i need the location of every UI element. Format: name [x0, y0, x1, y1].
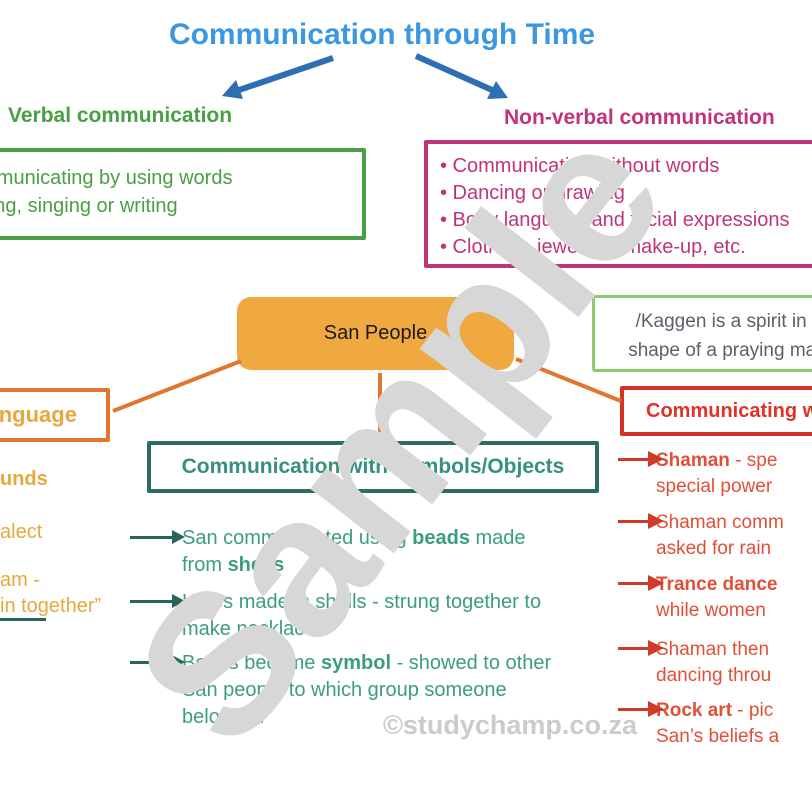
right-arrow-icon	[618, 640, 664, 656]
bold-text: symbol	[320, 652, 392, 674]
arrow-down-right-icon	[414, 53, 508, 99]
san-people-label: San People	[323, 322, 428, 344]
verbal-heading: Verbal communication	[8, 104, 233, 127]
bullet-line: from shells	[182, 554, 285, 576]
san-people-node: San People	[237, 297, 514, 370]
bullet-line: Shaman - spe	[656, 450, 778, 471]
list-item-necklaces: Holes made in shells - strung together t…	[130, 589, 541, 643]
bullet-line: San communicated using beads made	[182, 527, 526, 549]
list-item-beads: San communicated using beads made from s…	[130, 525, 526, 579]
list-item-trance-dance: Trance dance while women	[618, 572, 777, 624]
bullet-line: belonged	[182, 706, 265, 728]
connector-line-spirits	[515, 357, 622, 403]
symbols-heading: Communication with Symbols/Objects	[181, 455, 565, 478]
bold-text: Rock art	[656, 700, 733, 721]
arrow-down-left-icon	[222, 55, 334, 99]
list-item-rock-art: Rock art - pic San’s beliefs a	[618, 698, 779, 750]
nonverbal-bullet: • Clothing, jewellery, make-up, etc.	[440, 236, 746, 258]
kaggen-note-line: shape of a praying mantis	[628, 340, 812, 361]
bullet-line: Shaman comm	[656, 512, 784, 533]
bullet-line: Beads became symbol - showed to other	[182, 652, 552, 674]
right-arrow-icon	[130, 530, 185, 544]
nonverbal-bullet: • Communicating without words	[440, 155, 720, 177]
spirits-label: Communicating with spirits	[646, 399, 812, 422]
bullet-line: asked for rain	[656, 538, 772, 559]
bullet-line: Rock art - pic	[656, 700, 774, 721]
bullet-line: while women	[656, 600, 766, 621]
language-node: Language	[0, 388, 110, 442]
verbal-definition-box: • Communicating by using words • Talking…	[0, 148, 366, 240]
kaggen-note-line: /Kaggen is a spirit in the	[635, 311, 812, 332]
bullet-line: make necklaces	[182, 618, 326, 640]
right-arrow-icon	[130, 594, 185, 608]
right-arrow-icon	[618, 513, 664, 529]
page-title: Communication through Time	[168, 18, 596, 51]
copyright-watermark: ©studychamp.co.za	[383, 710, 637, 740]
right-arrow-icon	[130, 655, 185, 669]
right-arrow-icon	[618, 451, 664, 467]
nonverbal-bullet: • Dancing or drawing	[440, 182, 625, 204]
bullet-line: San’s beliefs a	[656, 726, 780, 747]
connector-line-language	[112, 359, 242, 413]
list-item-symbol: Beads became symbol - showed to other Sa…	[130, 650, 551, 731]
nonverbal-heading: Non-verbal communication	[504, 106, 775, 129]
list-item-shaman: Shaman - spe special power	[618, 448, 777, 500]
left-item-dialect: alect	[0, 521, 43, 543]
bullet-line: Trance dance	[656, 572, 777, 598]
bullet-line: special power	[656, 476, 773, 497]
bullet-line: Shaman then	[656, 639, 770, 660]
bold-text: shells	[227, 554, 285, 576]
bullet-line: Holes made in shells - strung together t…	[182, 591, 542, 613]
list-item-rain: Shaman comm asked for rain	[618, 510, 784, 562]
right-arrow-icon	[618, 701, 664, 717]
bold-text: Shaman	[656, 450, 730, 471]
spirits-node: Communicating with spirits	[620, 386, 812, 436]
bold-text: beads	[412, 527, 470, 549]
bullet-line: San people to which group someone	[182, 679, 507, 701]
verbal-bullet: • Communicating by using words	[0, 167, 233, 189]
nonverbal-definition-box: • Communicating without words • Dancing …	[424, 140, 812, 268]
symbols-heading-box: Communication with Symbols/Objects	[147, 441, 599, 493]
cutoff-arrow-line	[0, 618, 46, 621]
nonverbal-bullet: • Body language and facial expressions	[440, 209, 790, 231]
left-item-together-line1: am -	[0, 569, 40, 591]
bold-text: Trance dance	[656, 574, 778, 595]
left-item-sounds: unds	[0, 468, 48, 490]
verbal-bullet: • Talking, singing or writing	[0, 195, 178, 217]
bullet-line: dancing throu	[656, 665, 772, 686]
kaggen-note-box: /Kaggen is a spirit in the shape of a pr…	[592, 295, 812, 372]
list-item-trance: Shaman then dancing throu	[618, 637, 771, 689]
left-item-together-line2: in together”	[0, 595, 102, 617]
right-arrow-icon	[618, 575, 664, 591]
language-label: Language	[0, 402, 77, 427]
